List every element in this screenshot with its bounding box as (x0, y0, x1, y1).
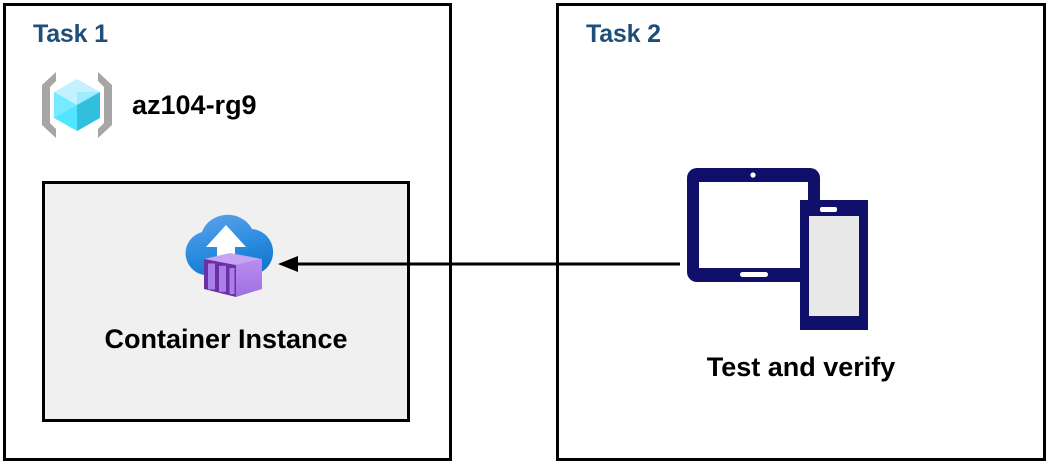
panel-task-1: Task 1 az104-rg9 (3, 3, 452, 461)
panel-task-2-title: Task 2 (586, 20, 661, 48)
flow-arrow (278, 256, 680, 272)
resource-group-label: az104-rg9 (132, 89, 257, 120)
container-instance-label: Container Instance (104, 324, 348, 354)
test-and-verify-label: Test and verify (706, 352, 896, 382)
container-instance-box: Container Instance (42, 181, 410, 422)
resource-group-icon (42, 72, 112, 138)
resource-group-row: az104-rg9 (36, 64, 257, 146)
panel-task-1-title: Task 1 (33, 20, 108, 48)
devices-icon (687, 168, 868, 330)
container-instance-icon (185, 214, 274, 297)
